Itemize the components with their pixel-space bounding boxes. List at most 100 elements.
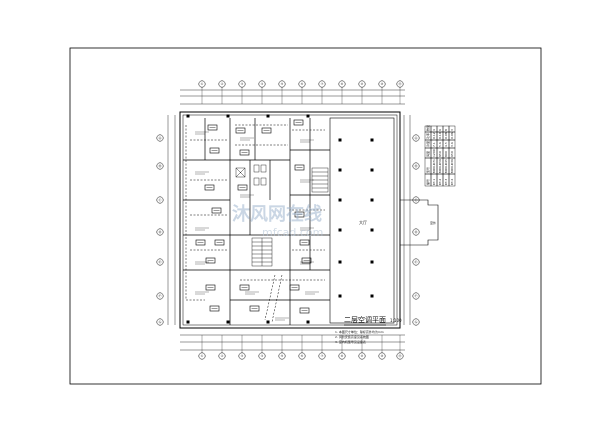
table-cell-text: KT-3 — [444, 179, 448, 185]
structural-column — [226, 320, 230, 324]
left-dimension-lines — [167, 115, 176, 325]
table-cell-text: 编号 — [425, 179, 430, 185]
stair-2 — [251, 237, 273, 267]
axis-bubble-label: Ⓑ — [414, 163, 417, 168]
stair-1 — [311, 167, 329, 193]
ac-unit — [204, 184, 215, 191]
hall-area — [329, 117, 395, 324]
axis-bubble-label: Ⓓ — [158, 229, 161, 234]
table-cell-text: KT-1 — [432, 179, 436, 185]
axis-bubble-label: Ⓕ — [414, 293, 417, 298]
axis-bubble-label: ⑤ — [281, 354, 284, 358]
note-2: 2. 风管安装高度见系统图 — [335, 334, 369, 339]
axis-bubble-label: ⑧ — [341, 354, 344, 358]
ac-unit — [207, 124, 218, 131]
ac-unit — [211, 207, 222, 214]
ac-unit — [205, 257, 216, 264]
axis-bubble — [156, 292, 164, 300]
structural-column — [306, 114, 310, 118]
axis-bubble-label: ① — [201, 82, 204, 86]
ac-unit — [289, 284, 300, 291]
table-cell-text: MDV-D45 — [444, 159, 448, 173]
refrigerant-piping — [185, 124, 325, 323]
drawing-title: 二层空调平面 — [344, 315, 386, 324]
axis-bubble-label: Ⓕ — [158, 293, 161, 298]
table-cell-text: KT-2 — [438, 179, 442, 185]
structural-column — [266, 114, 270, 118]
axis-bubble-label: ⑥ — [301, 82, 304, 86]
hall-columns — [186, 114, 374, 324]
table-cell-text: 0.06 — [450, 132, 454, 139]
axis-bubble-label: Ⓔ — [414, 259, 417, 264]
axis-bubble-label: Ⓔ — [158, 259, 161, 264]
axis-bubble — [412, 258, 420, 266]
ac-unit — [294, 164, 305, 171]
axis-bubble-label: ④ — [261, 354, 264, 358]
toilet-fixtures — [235, 164, 267, 186]
table-cell-text: 风量 — [425, 151, 430, 157]
bottom-dimension-lines — [180, 334, 405, 351]
axis-bubble — [412, 318, 420, 326]
note-1: 1. 本图尺寸单位：除标高外均为mm — [335, 329, 384, 334]
axis-bubble-label: ③ — [241, 354, 244, 358]
axis-bubble-label: ⑨ — [361, 82, 364, 86]
axis-bubble-label: ⑪ — [398, 81, 401, 86]
axis-bubble — [412, 162, 420, 170]
axis-bubble — [412, 228, 420, 236]
ac-unit — [205, 284, 216, 291]
axis-bubble-label: ⑤ — [281, 82, 284, 86]
ac-unit — [239, 149, 250, 156]
table-cell-text: 800 — [444, 151, 448, 157]
structural-column — [338, 138, 342, 142]
structural-column — [338, 228, 342, 232]
axis-bubble — [156, 196, 164, 204]
table-cell-text: 8 — [444, 129, 448, 131]
axis-bubble-label: Ⓖ — [414, 319, 417, 324]
structural-column — [266, 320, 270, 324]
table-cell — [448, 125, 456, 133]
structural-column — [370, 168, 374, 172]
top-dimension-lines — [180, 89, 405, 105]
hall-label: 大厅 — [359, 219, 367, 225]
building-outline — [179, 111, 401, 329]
note-3: 3. 室内机型号见设备表 — [335, 339, 366, 344]
axis-bubble-label: ① — [201, 354, 204, 358]
table-cell-text: 4.5 — [444, 142, 448, 147]
drawing-scale: 1:100 — [390, 318, 402, 323]
ac-unit — [249, 305, 260, 312]
ac-unit — [209, 147, 220, 154]
axis-bubble — [412, 292, 420, 300]
table-cell-text: 650 — [450, 151, 454, 157]
table-cell-text: 3.6 — [450, 142, 454, 147]
structural-column — [338, 198, 342, 202]
structural-column — [338, 294, 342, 298]
table-cell-text: MDV-D71 — [432, 159, 436, 173]
structural-column — [370, 294, 374, 298]
axis-bubble-label: Ⓐ — [158, 135, 161, 140]
table-cell-text: KT-4 — [450, 179, 454, 185]
ac-unit — [235, 127, 246, 134]
structural-column — [338, 168, 342, 172]
axis-bubble-label: Ⓑ — [158, 163, 161, 168]
table-cell-text: MDV-D56 — [438, 159, 442, 173]
table-cell-text: 950 — [438, 151, 442, 157]
ac-unit — [261, 127, 272, 134]
axis-bubble-label: ⑦ — [321, 354, 324, 358]
axis-bubble-label: ② — [221, 354, 224, 358]
axis-bubble-label: Ⓓ — [414, 229, 417, 234]
ac-unit — [214, 239, 225, 246]
axis-bubble-label: ⑨ — [361, 354, 364, 358]
axis-bubble-label: ⑧ — [341, 82, 344, 86]
axis-bubble-label: ⑪ — [398, 353, 401, 358]
ac-unit — [293, 119, 304, 126]
axis-bubble-label: ⑩ — [381, 82, 384, 86]
axis-bubble — [412, 134, 420, 142]
structural-column — [370, 260, 374, 264]
notes-block: 1. 本图尺寸单位：除标高外均为mm 2. 风管安装高度见系统图 3. 室内机型… — [335, 329, 384, 344]
structural-column — [370, 138, 374, 142]
table-cell-text: 功率 — [425, 133, 430, 139]
axis-bubble-label: ⑩ — [381, 354, 384, 358]
